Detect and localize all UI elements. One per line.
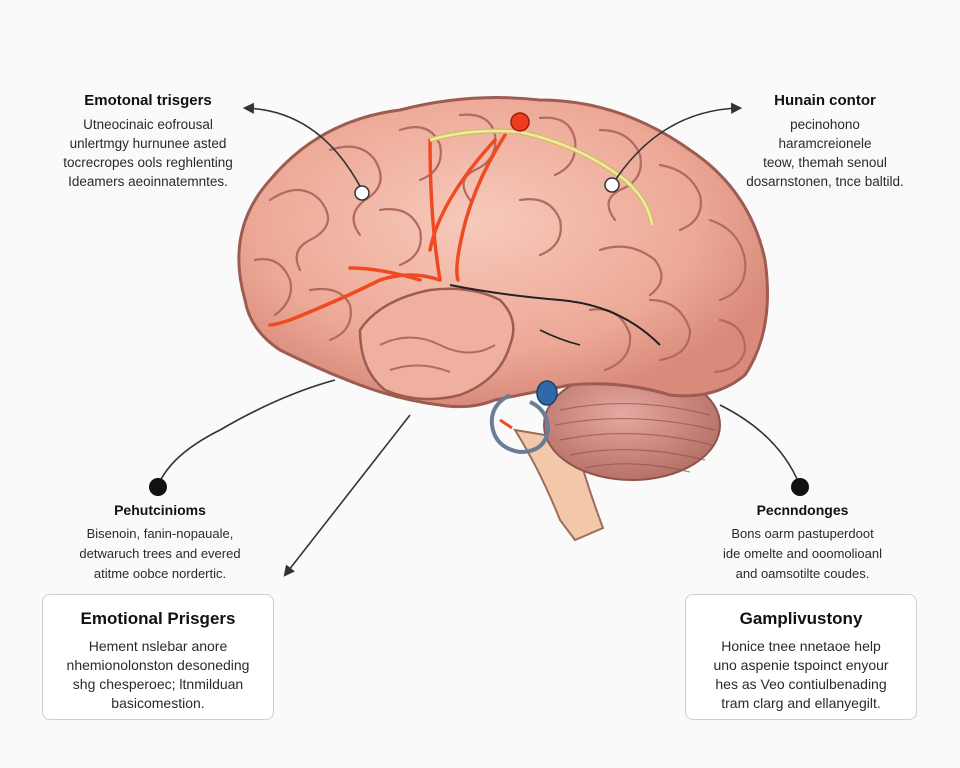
label-mid-left-line: atitme oobce nordertic. [93, 566, 227, 581]
card-left-line: basicomestion. [111, 695, 205, 711]
label-top-right-title: Hunain contor [774, 92, 876, 109]
card-left-line: Hement nslebar anore [88, 638, 228, 654]
connector-top-left [242, 102, 363, 191]
label-top-right-line: pecinohono [790, 117, 860, 132]
card-left-line: nhemionolonston desoneding [66, 657, 250, 673]
lateral-fissure [449, 284, 661, 346]
tract-marker [510, 112, 530, 132]
label-top-left: Emotonal trisgers Utneocinaic eofrousal … [28, 92, 268, 191]
temporal-lobe-fold [379, 336, 496, 354]
connector-mid-right [719, 404, 801, 487]
node-mid-left [149, 478, 167, 496]
neural-tract-highlight [429, 129, 654, 226]
limbic-ring [489, 393, 551, 455]
label-top-left-line: Utneocinaic eofrousal [83, 117, 213, 132]
node-mid-right [791, 478, 809, 496]
temporal-lobe-fold [389, 364, 451, 373]
brain-gyri [253, 113, 747, 374]
card-right-line: tram clarg and ellanyegilt. [721, 695, 881, 711]
card-right-line: Honice tnee nnetaoe help [721, 638, 881, 654]
card-right-line: uno aspenie tspoinct enyour [713, 657, 889, 673]
label-mid-right-title: Pecnndonges [756, 502, 849, 518]
limbic-accent [499, 418, 513, 430]
connector-mid-left [157, 379, 336, 487]
label-mid-left-line: Bisenoin, fanin-nopauale, [86, 526, 234, 541]
card-left: Emotional Prisgers Hement nslebar anore … [42, 594, 274, 720]
label-mid-right-line: Bons oarm pastuperdoot [731, 526, 874, 541]
label-mid-right-line: and oamsotilte coudes. [735, 566, 870, 581]
label-mid-left: Pehutcinioms Bisenoin, fanin-nopauale, d… [45, 502, 275, 584]
label-mid-left-title: Pehutcinioms [114, 502, 206, 518]
card-right: Gamplivustony Honice tnee nnetaoe help u… [685, 594, 917, 720]
label-top-right-line: dosarnstonen, tnce baltild. [746, 174, 904, 189]
arteries [268, 133, 507, 327]
node-top-left [354, 185, 370, 201]
limbic-node [536, 380, 558, 406]
cerebellum-folia [554, 403, 716, 473]
label-top-left-line: unlertmgy hurnunee asted [69, 136, 227, 151]
node-top-right [604, 177, 620, 193]
label-top-right-line: haramcreionele [778, 136, 872, 151]
connectors [157, 102, 801, 577]
label-mid-right-line: ide omelte and ooomolioanl [723, 546, 882, 561]
label-top-left-line: tocrecropes ools reghlenting [63, 155, 233, 170]
label-mid-left-line: detwaruch trees and evered [79, 546, 241, 561]
card-left-title: Emotional Prisgers [80, 609, 236, 628]
label-top-right: Hunain contor pecinohono haramcreionele … [705, 92, 945, 191]
card-right-line: hes as Veo contiulbenading [715, 676, 887, 692]
connector-top-right [611, 102, 743, 186]
lateral-fissure-branch [539, 329, 581, 346]
label-mid-right: Pecnndonges Bons oarm pastuperdoot ide o… [690, 502, 915, 584]
card-right-title: Gamplivustony [739, 609, 863, 628]
label-top-right-line: teow, themah senoul [763, 155, 887, 170]
label-top-left-line: Ideamers aeoinnatemntes. [68, 174, 228, 189]
card-left-line: shg chesperoec; ltnmilduan [72, 676, 244, 692]
label-top-left-title: Emotonal trisgers [84, 92, 212, 109]
connector-card-left [283, 414, 411, 577]
